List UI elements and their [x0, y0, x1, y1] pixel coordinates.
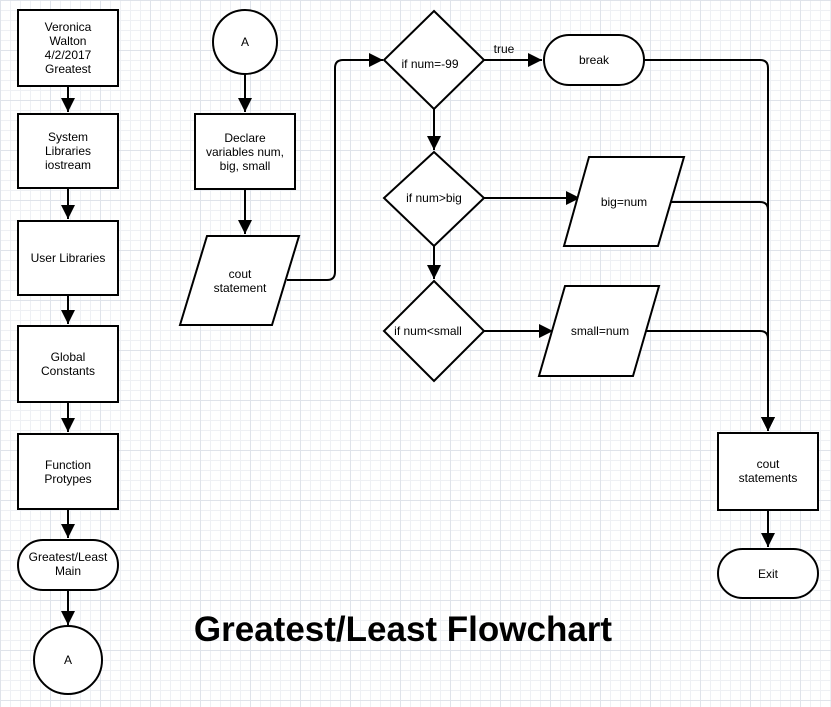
label-line: Function — [45, 458, 91, 472]
diagram-title: Greatest/Least Flowchart — [194, 610, 613, 649]
node-user-libraries-label: User Libraries — [31, 251, 106, 265]
node-if-num-greater-big-label: if num>big — [406, 191, 462, 205]
label-line: Greatest/Least — [29, 550, 108, 564]
node-break: break — [543, 34, 645, 86]
node-connector-a-top: A — [212, 9, 278, 75]
node-small-assign-label: small=num — [571, 324, 629, 338]
label-line: Libraries — [45, 144, 91, 158]
label-line: A — [241, 35, 249, 49]
node-exit-label: Exit — [758, 567, 779, 581]
label-line: cout — [229, 267, 252, 281]
node-if-num-less-small: if num<small — [382, 279, 486, 383]
edge-cout-to-if-break — [287, 53, 383, 281]
label-line: cout — [757, 457, 780, 471]
node-if-num-equals-minus-99-label: if num=-99 — [401, 57, 458, 71]
node-connector-a-top-label: A — [241, 35, 249, 49]
node-connector-a-bottom: A — [33, 625, 103, 695]
node-if-num-less-small-label: if num<small — [394, 324, 462, 338]
label-line: Main — [55, 564, 81, 578]
label-line: A — [64, 653, 72, 667]
label-line: Constants — [41, 364, 95, 378]
node-connector-a-bottom-label: A — [64, 653, 72, 667]
edge-label-true: true — [494, 42, 515, 56]
label-line: User Libraries — [31, 251, 106, 265]
label-line: 4/2/2017 — [45, 48, 92, 62]
node-small-assign: small=num — [537, 285, 661, 377]
label-line: if num>big — [406, 191, 462, 205]
label-line: Greatest — [45, 62, 92, 76]
label-line: small=num — [571, 324, 629, 338]
label-line: Veronica — [45, 20, 92, 34]
node-if-num-greater-big: if num>big — [382, 150, 486, 248]
label-line: Protypes — [44, 472, 91, 486]
edge-break-to-cout-statements — [644, 59, 775, 431]
label-line: break — [579, 53, 610, 67]
label-line: variables num, — [206, 145, 284, 159]
node-if-num-equals-minus-99: if num=-99 — [382, 9, 486, 111]
label-line: Declare — [224, 131, 266, 145]
label-line: statements — [739, 471, 798, 485]
label-line: big=num — [601, 195, 647, 209]
edge-big-assign-to-cout-statements — [669, 201, 775, 431]
label-line: if num<small — [394, 324, 462, 338]
label-line: Global — [51, 350, 86, 364]
label-line: iostream — [45, 158, 91, 172]
label-line: big, small — [220, 159, 271, 173]
label-line: if num=-99 — [401, 57, 458, 71]
label-line: statement — [214, 281, 267, 295]
label-line: Walton — [50, 34, 87, 48]
node-big-assign-label: big=num — [601, 195, 647, 209]
node-break-label: break — [579, 53, 610, 67]
node-user-libraries: User Libraries — [17, 220, 119, 296]
edges — [61, 53, 775, 625]
node-exit: Exit — [717, 548, 819, 599]
edge-small-assign-to-cout-statements — [645, 330, 775, 431]
node-big-assign: big=num — [562, 156, 686, 247]
label-line: Exit — [758, 567, 779, 581]
label-line: System — [48, 130, 88, 144]
